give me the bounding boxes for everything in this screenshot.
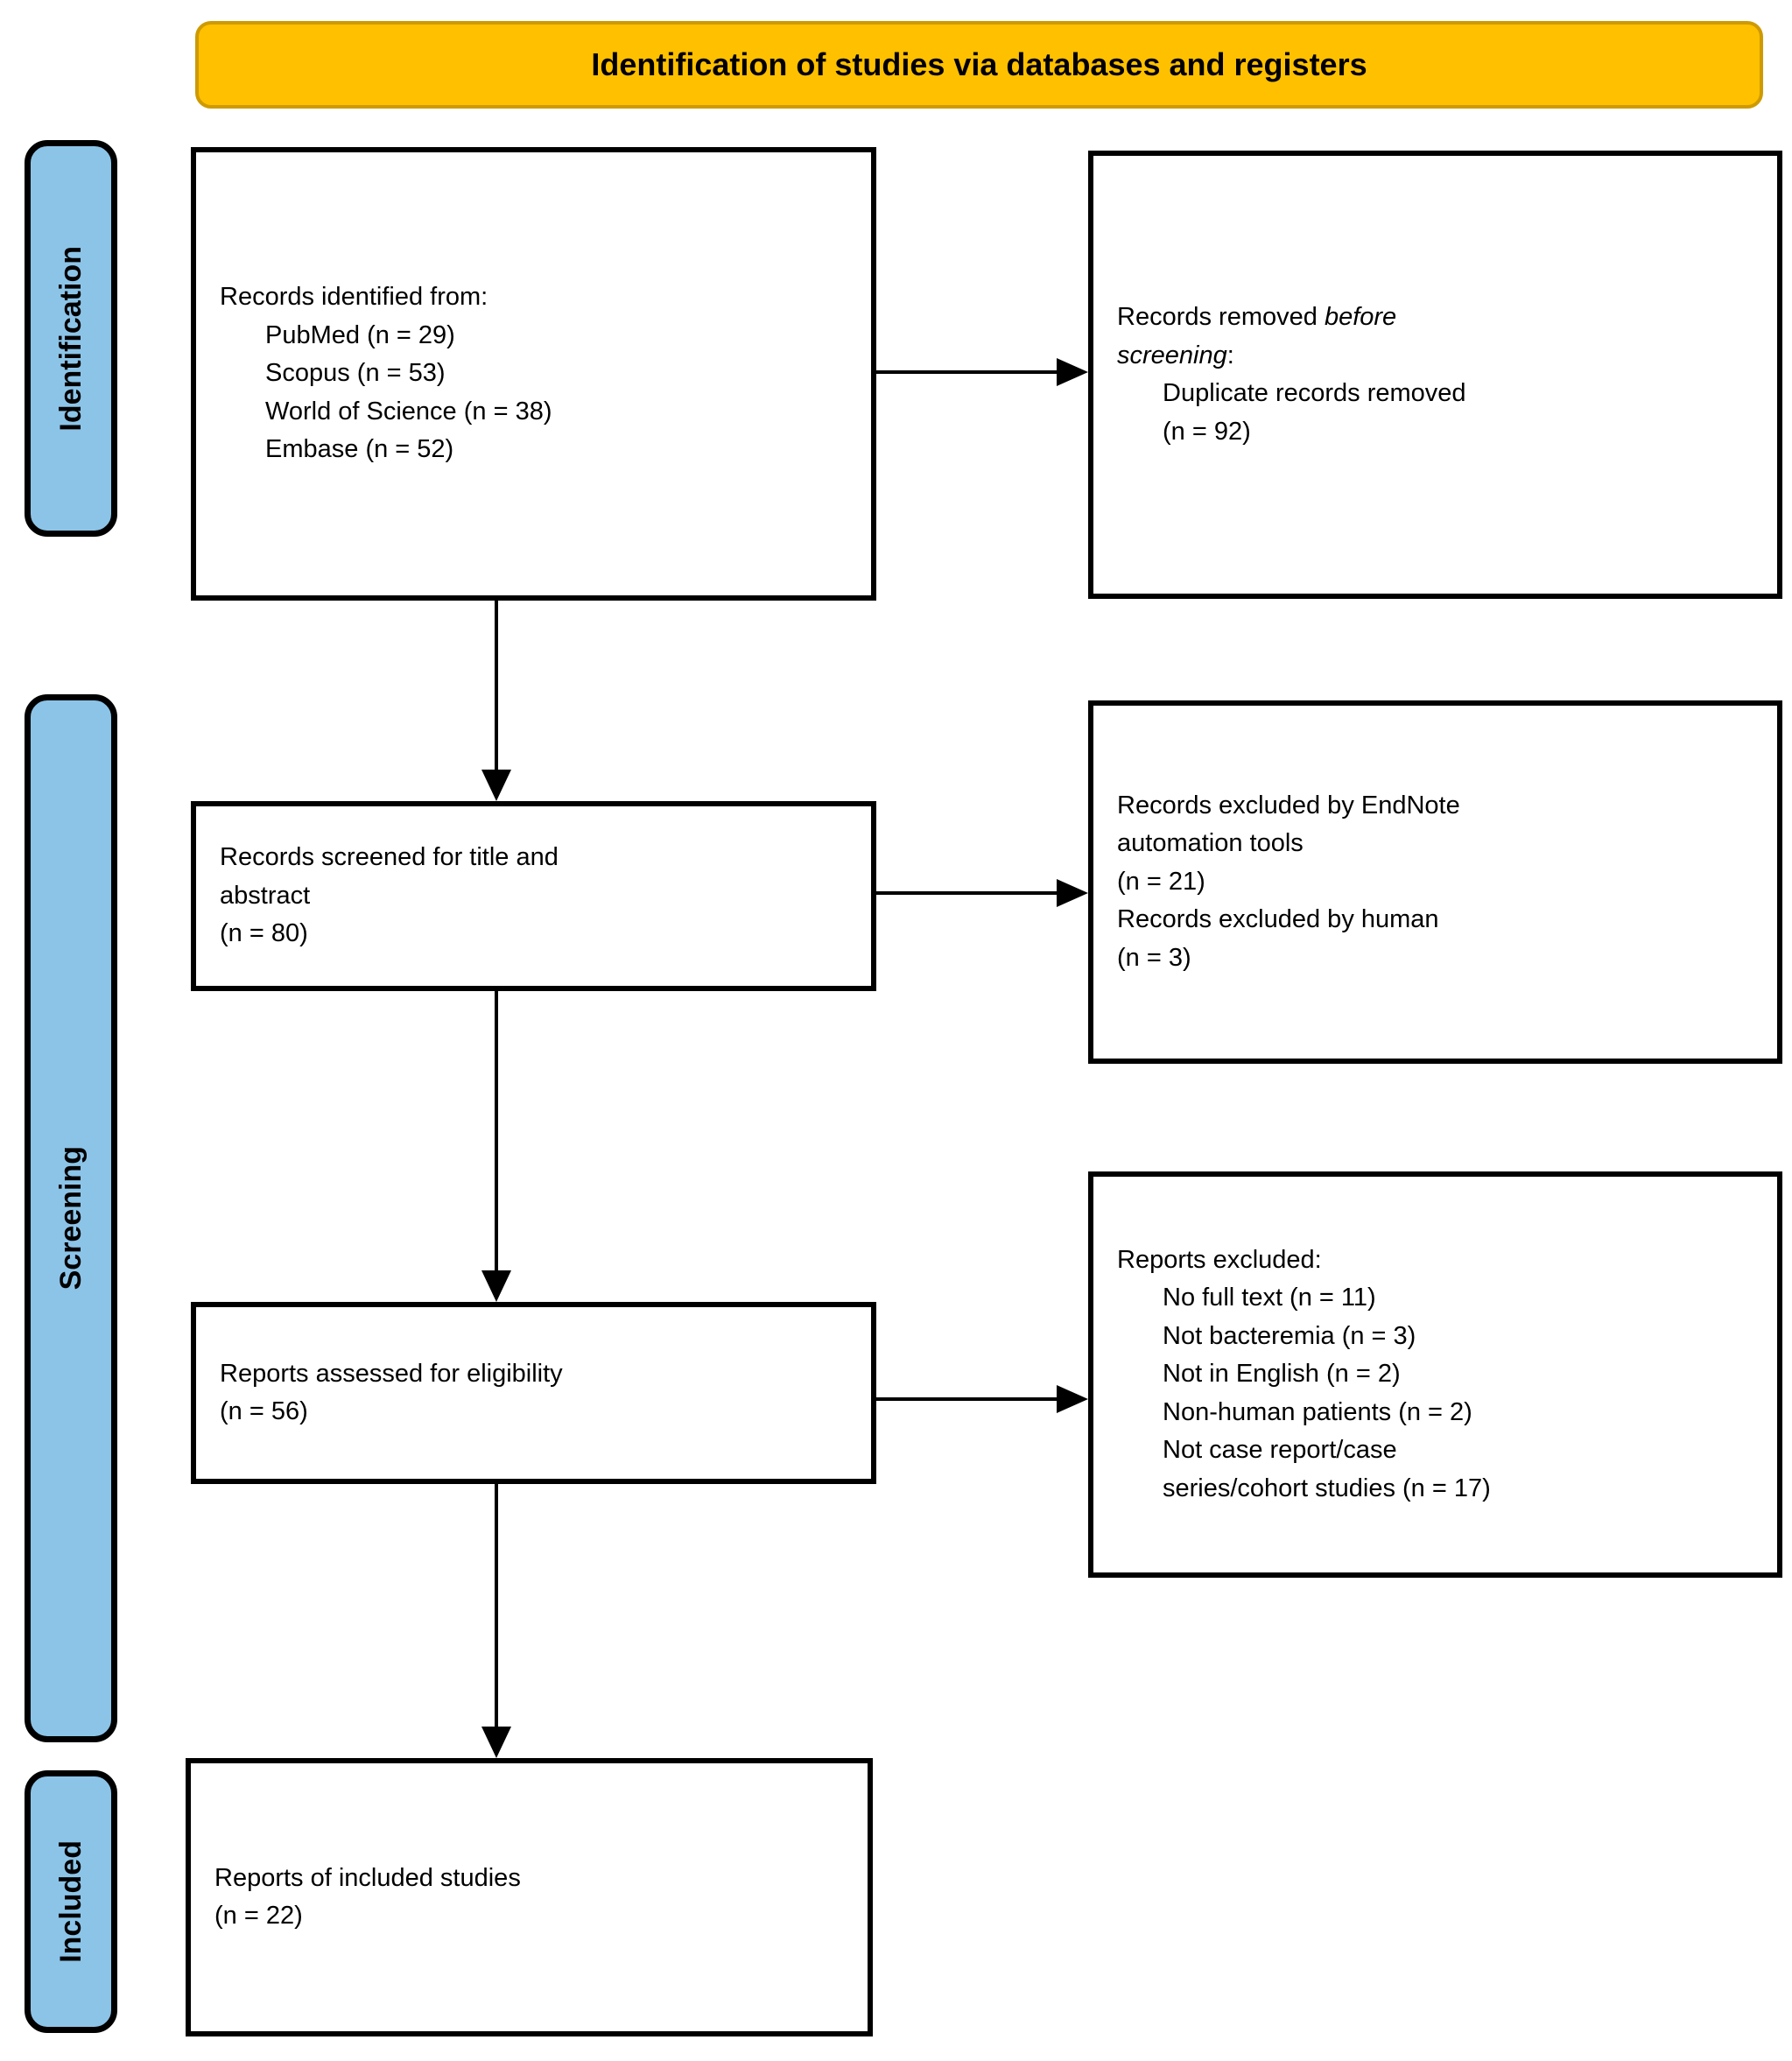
arrow-line — [495, 1484, 498, 1728]
arrow-head-icon — [1057, 879, 1088, 907]
arrow-head-icon — [481, 1270, 511, 1302]
arrow-head-icon — [481, 1727, 511, 1758]
text-line: (n = 80) — [220, 919, 308, 948]
box-records-screened: Records screened for title and abstract (n… — [191, 801, 876, 991]
title-suffix: : — [1226, 341, 1234, 369]
text-line: (n = 92) — [1163, 417, 1251, 446]
text-line: Not case report/case — [1163, 1436, 1397, 1465]
box-reports-excluded: Reports excluded: No full text (n = 11) No… — [1088, 1171, 1782, 1578]
text-line: Reports excluded: — [1117, 1245, 1322, 1274]
text-line: (n = 56) — [220, 1397, 308, 1425]
text-line: Non-human patients (n = 2) — [1163, 1397, 1472, 1426]
text-line: (n = 21) — [1117, 867, 1205, 896]
diagram-title: Identification of studies via databases … — [591, 46, 1367, 82]
text-line: Reports assessed for eligibility — [220, 1359, 563, 1388]
text-line: automation tools — [1117, 829, 1304, 858]
stage-bar-identification: Identification — [25, 140, 117, 537]
text-line: PubMed (n = 29) — [265, 320, 455, 349]
box-records-excluded: Records excluded by EndNote automation to… — [1088, 700, 1782, 1064]
stage-label-screening: Screening — [53, 1146, 88, 1291]
text-line: Records excluded by EndNote — [1117, 791, 1460, 819]
text-line: Records excluded by human — [1117, 905, 1439, 934]
text-line: Not in English (n = 2) — [1163, 1360, 1401, 1389]
box-records-removed-items: Duplicate records removed (n = 92) — [1117, 375, 1761, 451]
text-line: abstract — [220, 881, 311, 910]
text-line: Records identified from: — [220, 283, 488, 312]
box-records-removed-title: Records removed before screening: — [1117, 299, 1493, 375]
box-reports-assessed: Reports assessed for eligibility (n = 56) — [191, 1302, 876, 1484]
text-line: (n = 22) — [214, 1902, 303, 1930]
title-text: Records removed — [1117, 303, 1325, 331]
text-line: Duplicate records removed — [1163, 379, 1466, 407]
text-line: Not bacteremia (n = 3) — [1163, 1321, 1416, 1350]
arrow-head-icon — [481, 770, 511, 801]
box-records-removed: Records removed before screening: Duplic… — [1088, 151, 1782, 599]
arrow-line — [495, 601, 498, 771]
text-line: No full text (n = 11) — [1163, 1284, 1376, 1312]
text-line: series/cohort studies (n = 17) — [1163, 1474, 1491, 1502]
arrow-head-icon — [1057, 1385, 1088, 1413]
arrow-line — [495, 991, 498, 1272]
box-records-identified: Records identified from: PubMed (n = 29) S… — [191, 147, 876, 601]
stage-bar-screening: Screening — [25, 694, 117, 1742]
stage-label-included: Included — [53, 1840, 88, 1963]
arrow-line — [876, 891, 1060, 895]
diagram-title-banner: Identification of studies via databases … — [195, 21, 1763, 109]
text-line: Embase (n = 52) — [265, 435, 454, 464]
arrow-line — [876, 1397, 1060, 1401]
text-line: Scopus (n = 53) — [265, 359, 446, 388]
text-line: World of Science (n = 38) — [265, 397, 552, 426]
title-italic-text: before screening — [1117, 303, 1397, 369]
stage-label-identification: Identification — [53, 245, 88, 432]
text-line: Reports of included studies — [214, 1863, 521, 1892]
box-reports-included: Reports of included studies (n = 22) — [186, 1758, 873, 2036]
arrow-line — [876, 370, 1060, 374]
stage-bar-included: Included — [25, 1770, 117, 2033]
text-line: Records screened for title and — [220, 843, 559, 872]
arrow-head-icon — [1057, 358, 1088, 386]
text-line: (n = 3) — [1117, 943, 1191, 972]
